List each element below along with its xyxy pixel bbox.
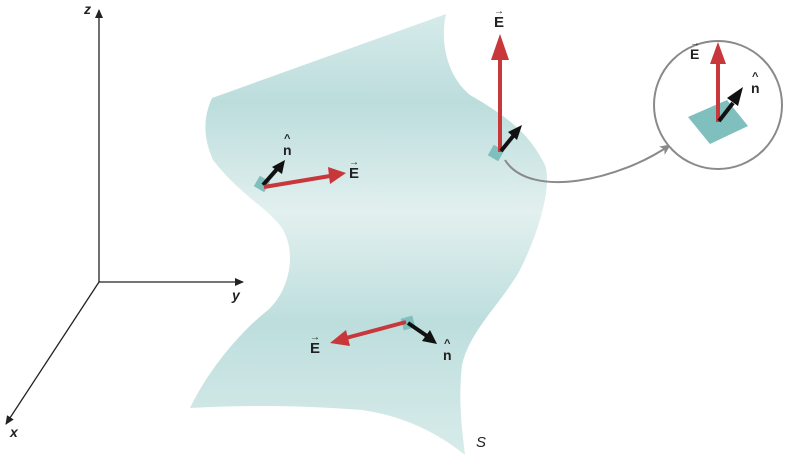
n-hat-arrowhead — [727, 87, 743, 106]
surface-s — [190, 14, 548, 455]
n-hat-arrow — [406, 321, 429, 338]
n-hat-label: n — [283, 142, 292, 158]
n-hat-arrow — [261, 166, 280, 187]
n-hat-arrowhead — [272, 160, 285, 174]
callout-curve — [504, 144, 671, 184]
e-field-vector-mark: → — [349, 157, 359, 168]
e-field-arrowhead — [710, 42, 726, 64]
patch-top: E → — [487, 6, 522, 162]
e-field-arrow — [263, 174, 331, 189]
n-hat-caret: ^ — [284, 133, 291, 145]
e-field-label: E — [690, 46, 699, 62]
e-field-label: E — [494, 14, 504, 31]
e-field-arrow — [345, 320, 407, 340]
n-hat-arrowhead — [508, 125, 522, 140]
patch-upper-left: n ^ E → — [253, 133, 359, 193]
x-axis — [5, 281, 100, 425]
n-hat-caret: ^ — [444, 338, 451, 350]
e-field-label: E — [349, 165, 359, 182]
e-field-vector-mark: → — [690, 38, 700, 49]
n-hat-label: n — [443, 347, 452, 363]
e-field-label: E — [310, 340, 320, 357]
n-hat-label: n — [751, 80, 760, 96]
n-hat-caret: ^ — [752, 71, 759, 83]
e-field-vector-mark: → — [310, 332, 320, 343]
y-axis-label: y — [231, 287, 241, 303]
x-axis-label: x — [9, 424, 19, 440]
surface-label: S — [476, 434, 486, 451]
n-hat-arrow — [717, 101, 735, 123]
e-field-arrowhead — [491, 34, 509, 60]
n-hat-arrowhead — [422, 330, 437, 344]
patch-bottom: E → n ^ — [310, 315, 452, 363]
e-field-vector-mark: → — [494, 6, 504, 17]
e-field-arrowhead — [330, 330, 350, 346]
n-hat-arrow — [499, 133, 516, 153]
magnified-inset: E → n ^ — [653, 38, 783, 170]
e-field-arrowhead — [328, 167, 346, 184]
z-axis-label: z — [83, 1, 91, 17]
coordinate-axes: z y x — [5, 1, 244, 440]
